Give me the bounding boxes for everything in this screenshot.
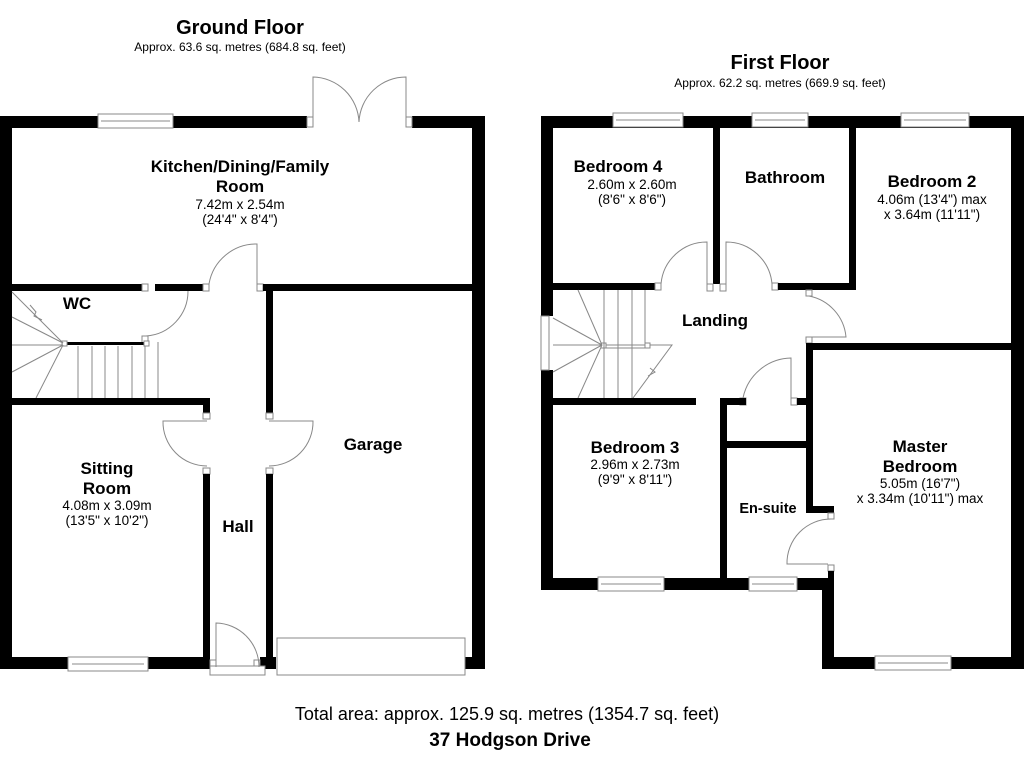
wall bbox=[541, 370, 553, 590]
wall bbox=[266, 474, 273, 669]
room-name-landing: Landing bbox=[682, 311, 748, 330]
room-name-kitchen-2: Room bbox=[216, 177, 264, 196]
door-ensuite bbox=[786, 518, 832, 565]
room-name-sitting: Sitting bbox=[81, 459, 134, 478]
property-address: 37 Hodgson Drive bbox=[429, 730, 591, 751]
wall bbox=[472, 116, 485, 669]
room-dim-bedroom3: 2.96m x 2.73m bbox=[590, 457, 679, 472]
wall bbox=[263, 284, 472, 291]
room-dim-bedroom4: 2.60m x 2.60m bbox=[587, 177, 676, 192]
wall bbox=[12, 398, 210, 405]
room-dim-bedroom2: 4.06m (13'4") max bbox=[877, 192, 987, 207]
room-name-bedroom2: Bedroom 2 bbox=[888, 172, 977, 191]
staircase bbox=[11, 291, 159, 399]
wall bbox=[822, 578, 834, 669]
staircase bbox=[552, 289, 673, 399]
room-dim-master-2: x 3.34m (10'11") max bbox=[857, 491, 984, 506]
room-dim-bedroom4-imperial: (8'6" x 8'6") bbox=[598, 192, 666, 207]
room-dim-bedroom2-2: x 3.64m (11'11") bbox=[884, 207, 980, 222]
door-bathroom bbox=[725, 241, 773, 285]
wall bbox=[155, 284, 203, 291]
room-name-master-2: Bedroom bbox=[883, 457, 958, 476]
room-dim-kitchen: 7.42m x 2.54m bbox=[195, 197, 284, 212]
ground-floor-title: Ground Floor bbox=[176, 17, 304, 39]
wall bbox=[806, 343, 813, 513]
ground-floor-area: Approx. 63.6 sq. metres (684.8 sq. feet) bbox=[134, 40, 345, 54]
room-dim-kitchen-imperial: (24'4" x 8'4") bbox=[202, 212, 278, 227]
front-door-step bbox=[209, 665, 266, 676]
room-name-bedroom3: Bedroom 3 bbox=[591, 438, 680, 457]
ground-floor-plan: Ground Floor Approx. 63.6 sq. metres (68… bbox=[0, 17, 485, 676]
door-wc bbox=[145, 290, 189, 337]
room-name-master: Master bbox=[893, 437, 948, 456]
wall bbox=[553, 398, 696, 405]
door-sitting bbox=[162, 420, 208, 467]
garage-door bbox=[276, 637, 466, 676]
wall bbox=[412, 116, 485, 128]
room-dim-bedroom3-imperial: (9'9" x 8'11") bbox=[598, 472, 673, 487]
room-name-sitting-2: Room bbox=[83, 479, 131, 498]
room-dim-sitting: 4.08m x 3.09m bbox=[62, 498, 151, 513]
wall bbox=[266, 291, 273, 413]
french-door bbox=[358, 76, 407, 123]
wall bbox=[727, 441, 813, 448]
wall bbox=[541, 116, 553, 316]
window bbox=[540, 315, 550, 371]
wall bbox=[0, 116, 12, 669]
wall bbox=[713, 128, 720, 284]
door-cupboard bbox=[742, 357, 792, 399]
wall bbox=[203, 474, 210, 657]
room-name-garage: Garage bbox=[344, 435, 403, 454]
door-bedroom4 bbox=[660, 241, 708, 285]
room-name-kitchen: Kitchen/Dining/Family bbox=[151, 157, 330, 176]
room-dim-master: 5.05m (16'7") bbox=[880, 476, 960, 491]
wall bbox=[778, 283, 856, 290]
wall bbox=[553, 283, 655, 290]
room-name-bedroom4: Bedroom 4 bbox=[574, 157, 663, 176]
first-floor-area: Approx. 62.2 sq. metres (669.9 sq. feet) bbox=[674, 76, 885, 90]
first-floor-title: First Floor bbox=[731, 52, 830, 74]
first-floor-plan: First Floor Approx. 62.2 sq. metres (669… bbox=[540, 52, 1024, 671]
wall bbox=[849, 128, 856, 290]
front-door bbox=[215, 622, 260, 668]
room-name-bathroom: Bathroom bbox=[745, 168, 825, 187]
room-name-hall: Hall bbox=[222, 517, 253, 536]
door-kitchen bbox=[208, 243, 258, 285]
wall bbox=[1011, 116, 1024, 669]
room-dim-sitting-imperial: (13'5" x 10'2") bbox=[65, 513, 148, 528]
door-garage bbox=[268, 420, 314, 467]
total-area: Total area: approx. 125.9 sq. metres (13… bbox=[295, 704, 719, 724]
wall bbox=[720, 405, 727, 578]
wall bbox=[464, 657, 485, 669]
door-bedroom2 bbox=[808, 295, 847, 338]
french-door bbox=[312, 76, 360, 123]
room-name-ensuite: En-suite bbox=[739, 501, 796, 517]
room-name-wc: WC bbox=[63, 294, 91, 313]
wall bbox=[806, 343, 1024, 350]
wall bbox=[12, 284, 142, 291]
